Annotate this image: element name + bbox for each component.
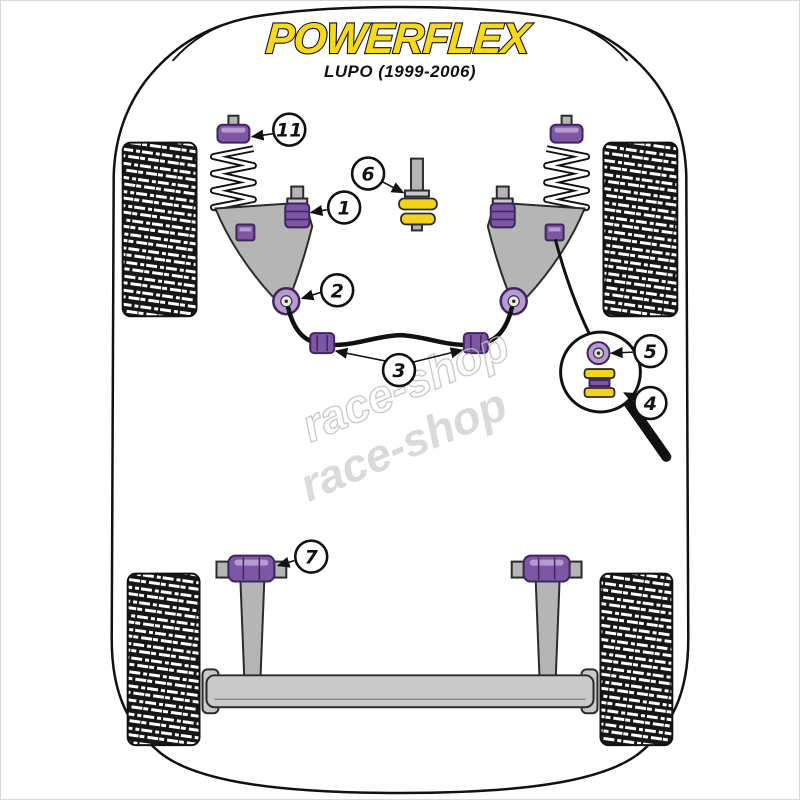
arm-front-bush-right	[489, 185, 516, 229]
tire-rear-left	[126, 572, 201, 747]
top-mount-left-band	[221, 127, 246, 133]
callout-11: 11	[272, 112, 307, 147]
top-mount-left	[216, 123, 251, 144]
coil-spring-left	[211, 147, 255, 218]
leader-6	[381, 180, 405, 194]
leader-2	[300, 289, 322, 301]
front-right-suspension	[486, 114, 591, 316]
ball-joint-bush-right	[499, 287, 528, 316]
svg-text:1: 1	[338, 197, 351, 219]
leader-11	[250, 129, 274, 141]
leader-5	[609, 347, 634, 359]
engine-mount-insert	[398, 157, 438, 232]
leader-7	[276, 556, 295, 568]
trailing-arm-right	[534, 578, 561, 683]
shoulder-panel-line-right	[557, 17, 629, 62]
tire-front-right	[602, 141, 679, 318]
inner-bush-left	[235, 223, 256, 242]
brand-logo: POWERFLEX	[264, 15, 533, 63]
callout-4: 4	[633, 385, 668, 421]
svg-text:3: 3	[392, 360, 405, 382]
svg-text:11: 11	[276, 120, 302, 142]
svg-text:6: 6	[361, 164, 374, 186]
arb-bush-left	[309, 332, 336, 355]
callout-5: 5	[633, 333, 668, 369]
front-left-suspension	[209, 114, 314, 316]
coil-spring-right	[545, 147, 589, 218]
arm-front-bush-left	[284, 185, 311, 229]
link-bush-detail	[586, 341, 611, 366]
svg-text:2: 2	[331, 280, 344, 302]
rear-bush-right	[510, 554, 583, 583]
top-mount-right	[549, 123, 584, 144]
callout-7: 7	[293, 539, 329, 574]
magnifier-handle	[623, 398, 672, 462]
arb-bush-right	[462, 332, 489, 355]
rear-beam	[205, 674, 595, 709]
callout-2: 2	[319, 273, 355, 308]
top-mount-right-band	[554, 127, 579, 133]
callout-3: 3	[381, 352, 417, 388]
model-title: LUPO (1999-2006)	[324, 62, 476, 81]
svg-text:4: 4	[643, 393, 657, 415]
callout-6: 6	[350, 156, 386, 191]
leader-1	[309, 205, 329, 217]
svg-text:7: 7	[305, 547, 319, 569]
tire-rear-right	[599, 572, 674, 747]
link-bracket-detail	[583, 368, 616, 398]
tire-front-left	[121, 141, 198, 318]
shoulder-panel-line-left	[171, 17, 243, 62]
svg-text:5: 5	[644, 341, 657, 363]
inner-bush-right	[544, 223, 565, 242]
leader-3b	[412, 347, 464, 363]
trailing-arm-left	[239, 578, 266, 683]
ball-joint-bush-left	[272, 287, 301, 316]
leader-3a	[334, 347, 387, 362]
callout-1: 1	[326, 190, 362, 225]
